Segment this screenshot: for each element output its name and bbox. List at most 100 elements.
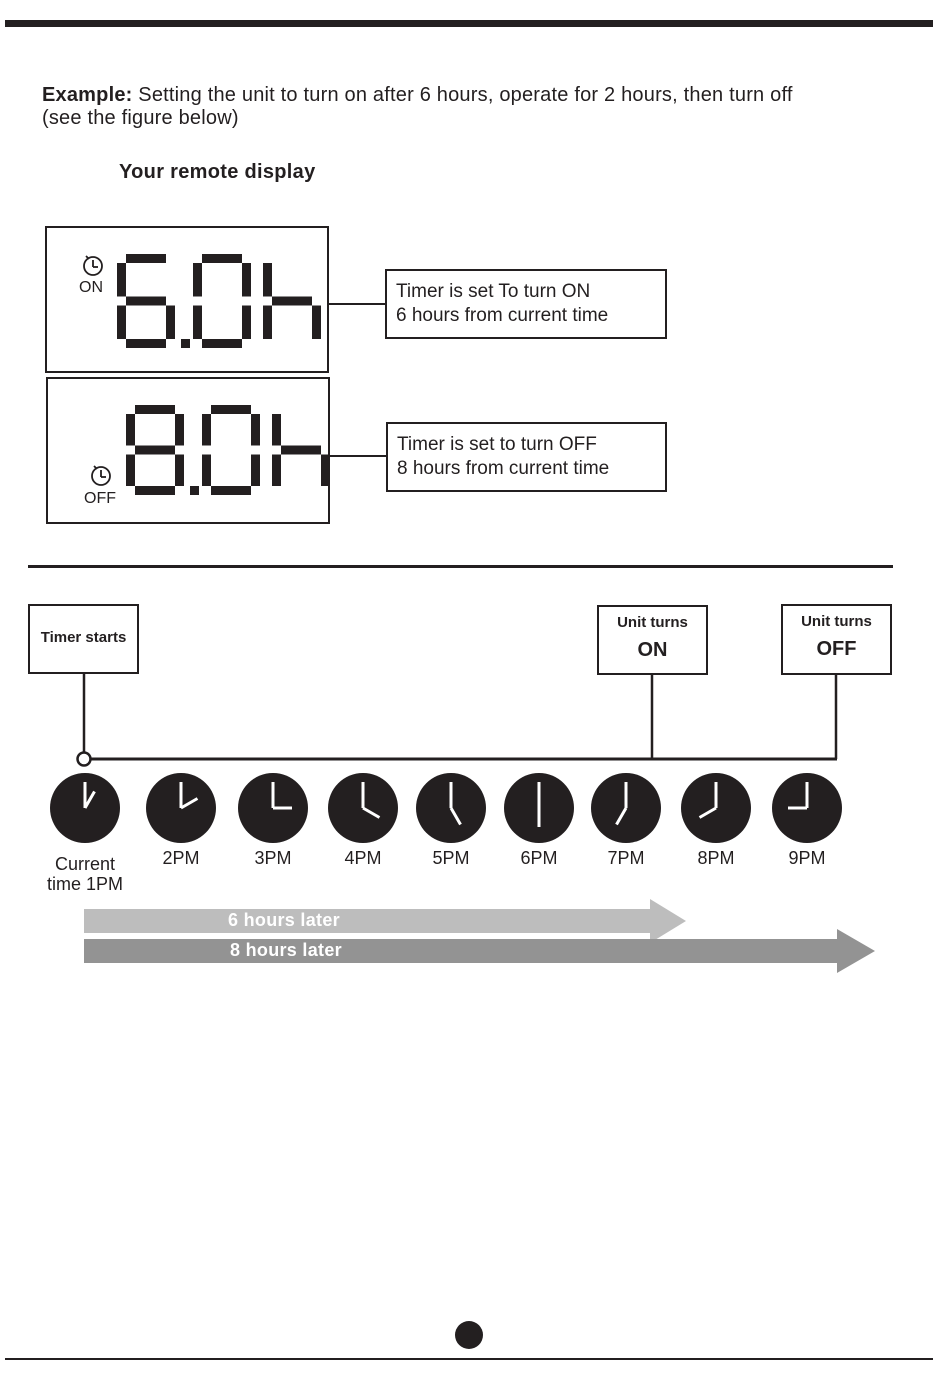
arrow-8-hours-label: 8 hours later <box>230 940 342 960</box>
clock-label: 2PM <box>136 848 226 868</box>
off-note-box: Timer is set to turn OFF 8 hours from cu… <box>386 422 667 492</box>
clock-hour-hand <box>698 806 717 819</box>
lcd-segment <box>175 414 184 446</box>
lcd-segment <box>135 486 175 495</box>
lcd-segment <box>242 263 251 297</box>
clock-label: 4PM <box>318 848 408 868</box>
lcd-segment <box>193 305 202 339</box>
timer-icon <box>83 255 103 276</box>
lcd-segment <box>126 296 166 306</box>
clock-label-line1: 3PM <box>254 848 292 868</box>
example-paragraph: Example: Setting the unit to turn on aft… <box>42 84 902 130</box>
lcd-segment <box>202 454 211 486</box>
lcd-on-panel: ON <box>45 226 329 373</box>
lcd-segment <box>175 454 184 486</box>
clock-label-line2: time 1PM <box>46 874 124 894</box>
off-note-line2: 8 hours from current time <box>397 458 610 479</box>
clock-label: 8PM <box>671 848 761 868</box>
unit-on-label: Unit turns <box>617 614 688 631</box>
arrow-6-hours-label: 6 hours later <box>228 910 340 930</box>
lcd-segment <box>211 405 251 414</box>
lcd-segment <box>117 263 126 297</box>
lcd-segment <box>251 454 260 486</box>
lcd-on-graphic: ON <box>79 254 321 348</box>
page-number-dot <box>455 1321 483 1349</box>
remote-display-heading: Your remote display <box>119 161 316 183</box>
lcd-segment <box>126 339 166 348</box>
unit-on-state: ON <box>637 639 668 661</box>
section-divider <box>28 565 893 568</box>
lcd-segment <box>272 296 312 306</box>
lcd-segment <box>321 454 330 486</box>
example-text: Setting the unit to turn on after 6 hour… <box>132 84 793 106</box>
clock-label: 6PM <box>494 848 584 868</box>
timer-starts-box: Timer starts <box>28 604 139 674</box>
lcd-segment <box>193 263 202 297</box>
clock-hour-hand <box>362 806 381 819</box>
clock-label-line1: 7PM <box>607 848 645 868</box>
lcd-segment <box>272 454 281 486</box>
clock-label: 9PM <box>762 848 852 868</box>
unit-off-box: Unit turns OFF <box>781 604 892 675</box>
clock-label: 7PM <box>581 848 671 868</box>
lcd-decimal-point <box>190 486 199 495</box>
lcd-segment <box>126 454 135 486</box>
lcd-on-mode: ON <box>79 279 103 296</box>
timeline-start-marker <box>76 751 92 767</box>
lcd-segment <box>126 414 135 446</box>
on-note-box: Timer is set To turn ON 6 hours from cur… <box>385 269 667 339</box>
clock-label-line1: 4PM <box>344 848 382 868</box>
top-rule <box>5 20 933 27</box>
lcd-segment <box>272 414 281 446</box>
unit-off-state: OFF <box>816 638 857 660</box>
lcd-segment <box>242 305 251 339</box>
lcd-off-graphic: OFF <box>84 405 330 507</box>
lcd-segment <box>126 254 166 263</box>
example-text-line2: (see the figure below) <box>42 107 239 129</box>
clock-label-line1: Current <box>54 854 116 874</box>
lcd-segment <box>202 254 242 263</box>
lcd-segment <box>251 414 260 446</box>
lcd-segment <box>135 445 175 455</box>
lcd-off-mode: OFF <box>84 490 116 507</box>
connector-on <box>329 303 386 305</box>
unit-off-label: Unit turns <box>801 613 872 630</box>
timer-starts-label: Timer starts <box>40 629 127 646</box>
clock-hour-hand <box>83 790 96 809</box>
clock-hour-hand <box>615 807 628 826</box>
clock-label: 3PM <box>228 848 318 868</box>
on-note-line1: Timer is set To turn ON <box>396 281 591 302</box>
arrow-6-hours <box>84 899 686 943</box>
lcd-segment <box>211 486 251 495</box>
clock-label-line1: 8PM <box>697 848 735 868</box>
lcd-segment <box>263 263 272 297</box>
lcd-segment <box>117 305 126 339</box>
lcd-segment <box>312 305 321 339</box>
bottom-rule <box>5 1358 933 1360</box>
lcd-segment <box>202 414 211 446</box>
lcd-on-readout <box>117 254 321 348</box>
connector-off <box>330 455 387 457</box>
off-note-line1: Timer is set to turn OFF <box>397 434 597 455</box>
lcd-segment <box>202 339 242 348</box>
on-note-line2: 6 hours from current time <box>396 305 609 326</box>
example-lead: Example: <box>42 84 133 106</box>
lcd-decimal-point <box>181 339 190 348</box>
clock-label-line1: 5PM <box>432 848 470 868</box>
lcd-segment <box>281 445 321 455</box>
clock-label-line1: 2PM <box>162 848 200 868</box>
lcd-off-panel: OFF <box>46 377 330 524</box>
lcd-segment <box>135 405 175 414</box>
lcd-segment <box>166 305 175 339</box>
arrow-8-hours <box>84 929 875 973</box>
clock-hour-hand <box>449 807 462 826</box>
clock-hour-hand <box>180 797 199 810</box>
lcd-segment <box>263 305 272 339</box>
unit-on-box: Unit turns ON <box>597 605 708 675</box>
clock-label: 5PM <box>406 848 496 868</box>
timer-icon <box>91 465 111 486</box>
lcd-off-readout <box>126 405 330 495</box>
clock-label-line1: 6PM <box>520 848 558 868</box>
